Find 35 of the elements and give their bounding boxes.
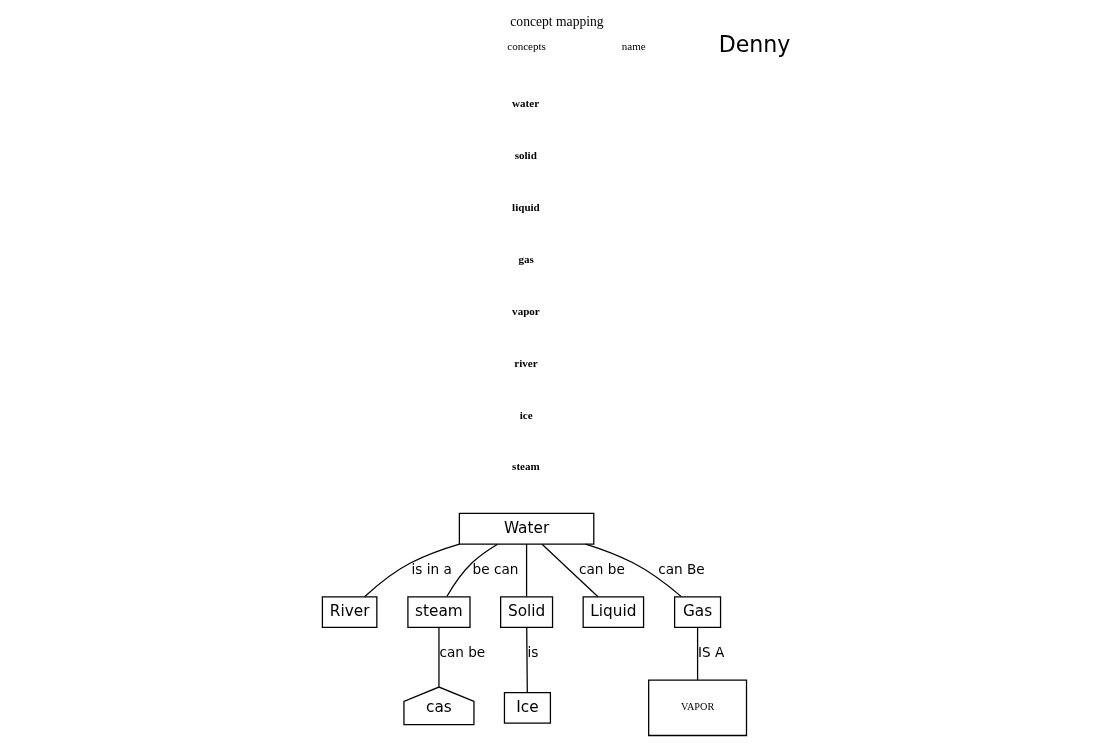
label: water bbox=[511, 97, 539, 110]
connector bbox=[437, 627, 440, 688]
edge-label: can be bbox=[438, 644, 485, 661]
connector bbox=[540, 543, 599, 598]
edge-label: IS A bbox=[697, 644, 724, 661]
label: solid bbox=[514, 149, 537, 162]
connector bbox=[445, 543, 498, 598]
edge-label: is in a bbox=[411, 560, 452, 577]
edge-label: is bbox=[527, 644, 538, 661]
connector bbox=[525, 543, 527, 598]
connector bbox=[363, 543, 460, 598]
diagram-title: concept mapping bbox=[509, 13, 604, 29]
label: steam bbox=[511, 460, 540, 473]
connector bbox=[525, 627, 528, 694]
node-box: VAPOR bbox=[647, 679, 747, 737]
node-box: steam bbox=[406, 596, 471, 629]
label: Denny bbox=[718, 31, 790, 58]
node-box: Water bbox=[458, 512, 594, 545]
edge-label: can be bbox=[578, 560, 625, 577]
label: concepts bbox=[506, 39, 546, 52]
label: river bbox=[513, 356, 538, 369]
node-box: River bbox=[321, 596, 377, 629]
node-box: Liquid bbox=[582, 596, 644, 629]
node-box: Ice bbox=[503, 691, 551, 724]
connector bbox=[696, 627, 698, 681]
node-box: Solid bbox=[499, 596, 553, 629]
node-box: Gas bbox=[673, 596, 721, 629]
label: liquid bbox=[511, 200, 540, 213]
edge-label: be can bbox=[472, 560, 518, 577]
label: ice bbox=[519, 408, 533, 421]
label: name bbox=[621, 39, 646, 52]
label: vapor bbox=[511, 304, 540, 317]
edge-label: can Be bbox=[657, 560, 705, 577]
connector bbox=[584, 543, 682, 598]
label: gas bbox=[518, 252, 534, 265]
